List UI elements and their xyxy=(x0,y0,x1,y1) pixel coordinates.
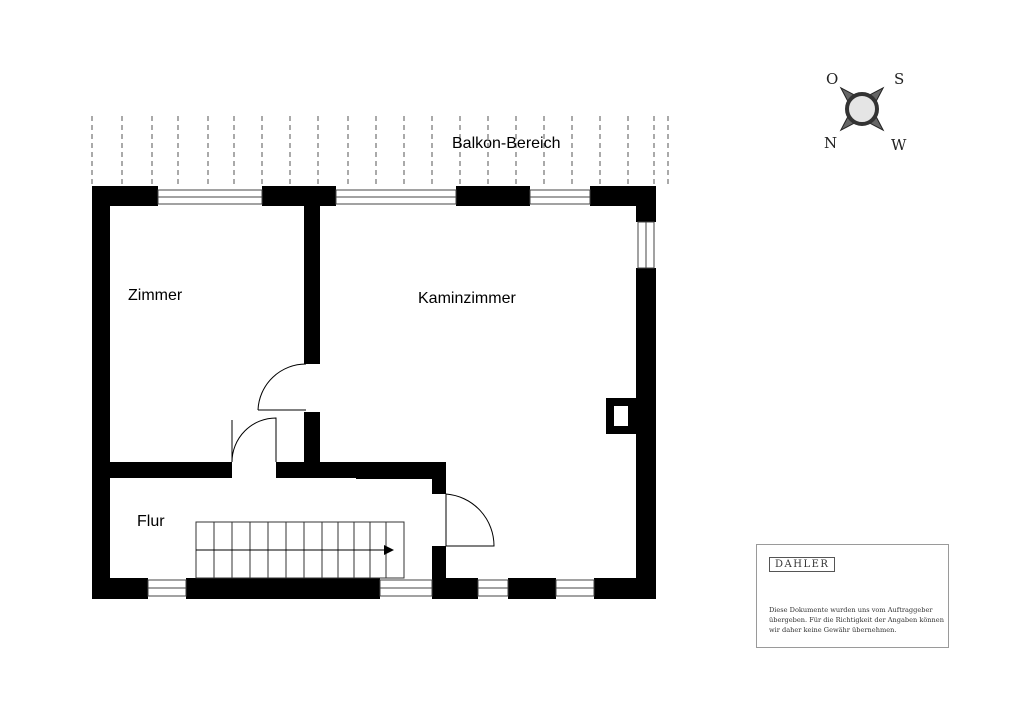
doors xyxy=(231,363,495,547)
staircase xyxy=(195,521,405,579)
balcony-label: Balkon-Bereich xyxy=(452,135,561,152)
compass-west-label: W xyxy=(891,136,907,154)
disclaimer-text: Diese Dokumente wurden uns vom Auftragge… xyxy=(769,606,944,634)
stair-arrow-icon xyxy=(384,545,394,555)
compass-south-label: S xyxy=(894,70,904,88)
brand-logo: DAHLER xyxy=(769,557,836,572)
room-label-flur: Flur xyxy=(137,513,165,530)
chimney-flue xyxy=(614,406,628,426)
compass-east-label: O xyxy=(826,70,838,88)
compass-north-label: N xyxy=(824,134,837,152)
compass-rose-icon: O S N W xyxy=(824,70,907,154)
walls xyxy=(92,186,656,599)
balcony-railing xyxy=(91,116,669,186)
disclaimer-box: DAHLER Diese Dokumente wurden uns vom Au… xyxy=(756,544,949,648)
room-label-zimmer: Zimmer xyxy=(128,287,183,304)
windows xyxy=(147,189,655,597)
room-label-kaminzimmer: Kaminzimmer xyxy=(418,290,516,307)
